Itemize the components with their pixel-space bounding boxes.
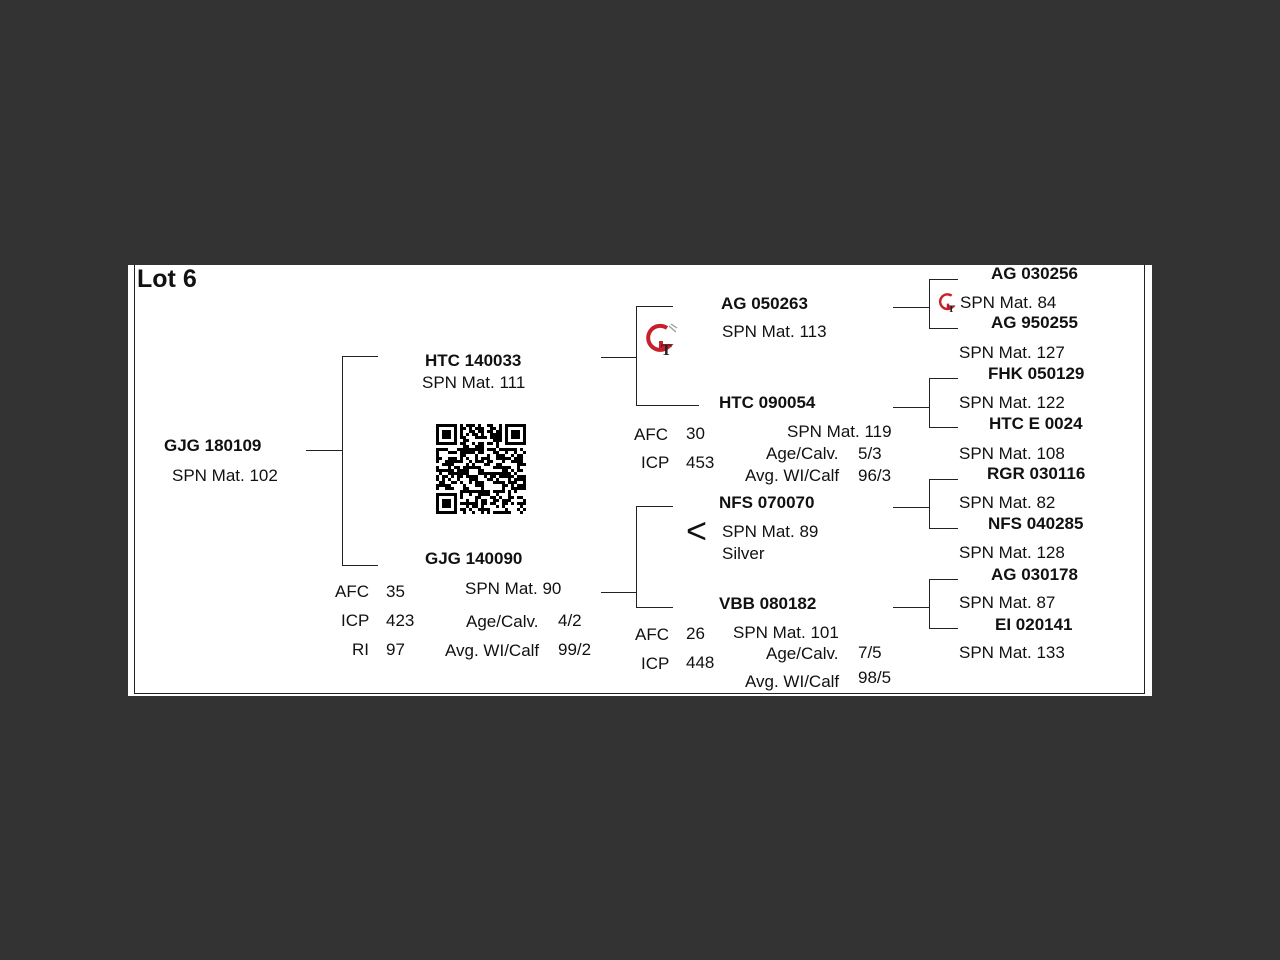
dam-dam-icp-value: 448 xyxy=(686,653,715,672)
sire-dam-icp-label: ICP xyxy=(641,453,670,472)
ggp-id: AG 030178 xyxy=(991,565,1078,584)
dam-ri-label: RI xyxy=(352,640,369,659)
connector xyxy=(893,607,929,608)
sheet-border xyxy=(134,265,1145,694)
ggp-id: NFS 040285 xyxy=(988,514,1084,533)
dam-dam-icp-label: ICP xyxy=(641,654,670,673)
subject-spn: SPN Mat. 102 xyxy=(172,466,278,485)
connector xyxy=(929,528,958,529)
ggp-spn: SPN Mat. 87 xyxy=(959,593,1056,612)
subject-id: GJG 180109 xyxy=(164,436,262,455)
dam-dam-avgwi-value: 98/5 xyxy=(858,668,892,687)
sire-spn: SPN Mat. 111 xyxy=(422,373,526,392)
ggp-spn: SPN Mat. 127 xyxy=(959,343,1065,362)
connector xyxy=(636,306,637,406)
ggp-id: AG 950255 xyxy=(991,313,1078,332)
connector xyxy=(601,592,636,593)
dam-dam-agecalv-value: 7/5 xyxy=(858,643,882,662)
sire-dam-icp-value: 453 xyxy=(686,453,715,472)
connector xyxy=(636,506,637,608)
dam-icp-label: ICP xyxy=(341,611,370,630)
connector xyxy=(636,607,673,608)
connector xyxy=(929,479,930,529)
ggp-id: AG 030256 xyxy=(991,264,1078,283)
dam-dam-afc-label: AFC xyxy=(635,625,669,644)
connector xyxy=(601,357,636,358)
connector xyxy=(342,356,343,566)
connector xyxy=(929,279,930,329)
connector xyxy=(929,279,958,280)
award-chevron-icon: < xyxy=(686,510,708,551)
dam-agecalv-value: 4/2 xyxy=(558,611,582,630)
dam-dam-agecalv-label: Age/Calv. xyxy=(766,644,839,663)
dam-dam-avgwi-label: Avg. WI/Calf xyxy=(745,672,840,691)
connector xyxy=(929,328,958,329)
ggp-spn: SPN Mat. 133 xyxy=(959,643,1065,662)
dam-agecalv-label: Age/Calv. xyxy=(466,612,539,631)
ggp-id: FHK 050129 xyxy=(988,364,1085,383)
connector xyxy=(342,565,378,566)
ggp-id: RGR 030116 xyxy=(987,464,1086,483)
ggp-spn: SPN Mat. 84 xyxy=(960,293,1057,312)
connector xyxy=(342,356,378,357)
sire-dam-afc-value: 30 xyxy=(686,424,705,443)
dam-afc-label: AFC xyxy=(335,582,369,601)
sire-dam-spn: SPN Mat. 119 xyxy=(787,422,892,441)
lot-title: Lot 6 xyxy=(137,265,197,293)
pedigree-sheet xyxy=(128,265,1152,696)
connector xyxy=(929,378,958,379)
dam-avgwi-label: Avg. WI/Calf xyxy=(445,641,540,660)
connector xyxy=(893,507,929,508)
dam-dam-afc-value: 26 xyxy=(686,624,705,643)
qr-code-icon xyxy=(436,424,526,514)
ggp-spn: SPN Mat. 128 xyxy=(959,543,1065,562)
connector xyxy=(636,405,699,406)
dam-avgwi-value: 99/2 xyxy=(558,640,592,659)
connector xyxy=(929,427,958,428)
dam-id: GJG 140090 xyxy=(425,549,523,568)
sire-dam-id: HTC 090054 xyxy=(719,393,816,412)
sire-dam-afc-label: AFC xyxy=(634,425,668,444)
dam-sire-award: Silver xyxy=(722,544,765,563)
ggp-id: EI 020141 xyxy=(995,615,1073,634)
sire-sire-id: AG 050263 xyxy=(721,294,808,313)
connector xyxy=(929,579,958,580)
ggp-spn: SPN Mat. 122 xyxy=(959,393,1065,412)
connector xyxy=(306,450,342,451)
connector xyxy=(636,506,673,507)
connector xyxy=(893,407,929,408)
dam-icp-value: 423 xyxy=(386,611,415,630)
sire-dam-avgwi-label: Avg. WI/Calf xyxy=(745,466,840,485)
sire-dam-agecalv-label: Age/Calv. xyxy=(766,444,839,463)
sire-sire-spn: SPN Mat. 113 xyxy=(722,322,827,341)
connector xyxy=(929,628,958,629)
svg-text:T: T xyxy=(661,342,672,358)
ggp-spn: SPN Mat. 108 xyxy=(959,444,1065,463)
sire-dam-avgwi-value: 96/3 xyxy=(858,466,892,485)
dam-afc-value: 35 xyxy=(386,582,405,601)
gt-logo-icon: T xyxy=(938,293,956,314)
dam-dam-id: VBB 080182 xyxy=(719,594,817,613)
ggp-spn: SPN Mat. 82 xyxy=(959,493,1056,512)
gt-logo-icon: T xyxy=(646,323,678,358)
connector xyxy=(929,378,930,428)
ggp-id: HTC E 0024 xyxy=(989,414,1083,433)
dam-sire-spn: SPN Mat. 89 xyxy=(722,522,819,541)
sire-dam-agecalv-value: 5/3 xyxy=(858,444,882,463)
dam-spn: SPN Mat. 90 xyxy=(465,579,562,598)
connector xyxy=(929,479,958,480)
connector xyxy=(893,307,929,308)
svg-text:T: T xyxy=(948,304,955,314)
connector xyxy=(636,306,673,307)
dam-sire-id: NFS 070070 xyxy=(719,493,815,512)
dam-dam-spn: SPN Mat. 101 xyxy=(733,623,839,642)
connector xyxy=(929,579,930,629)
dam-ri-value: 97 xyxy=(386,640,405,659)
sire-id: HTC 140033 xyxy=(425,351,522,370)
